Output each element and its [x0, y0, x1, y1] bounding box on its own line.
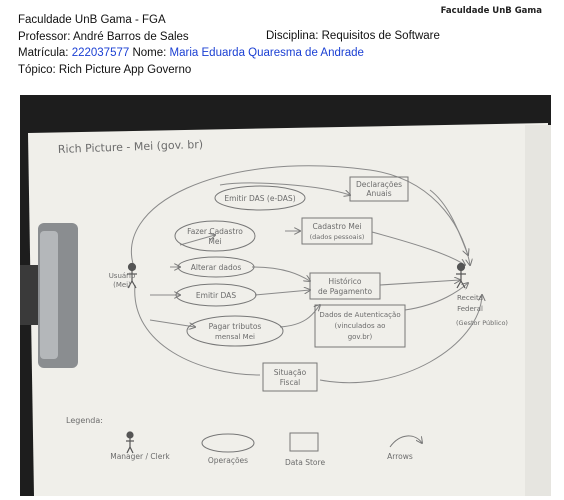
store-autenticacao-label: Dados de Autenticação [319, 311, 400, 319]
actor-receita-sublabel: Federal [457, 305, 483, 313]
store-cadastro-box [301, 217, 373, 245]
actor-usuario-sublabel: (Mei) [113, 281, 131, 289]
store-historico-label: Histórico [328, 277, 361, 286]
legend-manager-label: Manager / Clerk [110, 452, 170, 461]
store-declaracoes-box [349, 176, 409, 202]
operation-alterar-dados-ellipse [177, 256, 255, 278]
operation-emitir-das-ellipse [214, 185, 306, 211]
store-autenticacao-sublabel-2: gov.br) [348, 333, 373, 341]
legend-title: Legenda: [66, 416, 103, 425]
store-declaracoes-sublabel: Anuais [366, 189, 391, 198]
store-cadastro-sublabel: (dados pessoais) [310, 233, 365, 241]
actor-receita-label: Receita [457, 294, 483, 302]
operation-emitir-das-2-label: Emitir DAS [196, 291, 236, 300]
operation-alterar-dados-label: Alterar dados [191, 263, 242, 272]
store-historico-sublabel: de Pagamento [318, 287, 373, 296]
nome-label: Nome: [132, 47, 167, 59]
topico-label: Tópico: [18, 64, 56, 76]
legend-arrows-label: Arrows [387, 452, 413, 461]
actor-receita-role: (Gestor Público) [456, 319, 508, 327]
operation-fazer-cadastro-sublabel: Mei [208, 237, 221, 246]
header-professor-line: Professor: André Barros de Sales [18, 30, 189, 44]
operation-pagar-tributos-ellipse [186, 315, 284, 347]
legend-datastore-label: Data Store [285, 458, 326, 467]
operation-emitir-das-label: Emitir DAS (e-DAS) [224, 194, 295, 203]
header-disciplina: Disciplina: Requisitos de Software [266, 30, 440, 42]
operation-pagar-tributos-label: Pagar tributos [209, 322, 262, 331]
operation-pagar-tributos-sublabel: mensal Mei [215, 333, 255, 341]
header-institution: Faculdade UnB Gama [440, 6, 542, 16]
store-declaracoes-label: Declarações [356, 180, 402, 189]
nome-value: Maria Eduarda Quaresma de Andrade [169, 47, 364, 59]
operation-emitir-das-2-ellipse [175, 283, 257, 307]
legend-arrow-icon [389, 435, 422, 448]
legend-manager-icon [126, 431, 134, 454]
header-topico-line: Tópico: Rich Picture App Governo [18, 63, 191, 77]
professor-name: André Barros de Sales [72, 31, 189, 43]
disciplina-label: Disciplina: [266, 30, 319, 42]
store-situacao-sublabel: Fiscal [280, 378, 301, 387]
store-autenticacao-box [314, 304, 406, 348]
store-situacao-label: Situação [274, 368, 307, 377]
user-stick-figure-icon [127, 262, 137, 289]
matricula-label: Matrícula: [18, 47, 69, 59]
rich-picture-photo: Rich Picture - Mei (gov. br) [20, 95, 551, 496]
store-situacao-box [262, 362, 318, 392]
paper-sheet [28, 123, 551, 496]
matricula-value: 222037577 [71, 47, 130, 59]
store-autenticacao-sublabel: (vinculados ao [335, 322, 386, 330]
legend-datastore-icon [289, 432, 319, 452]
disciplina-name: Requisitos de Software [321, 30, 440, 42]
professor-label: Professor: [18, 31, 71, 43]
actor-usuario-label: Usuário [109, 272, 136, 280]
rich-picture-drawing: Rich Picture - Mei (gov. br) [20, 123, 551, 496]
store-cadastro-label: Cadastro Mei [312, 222, 361, 231]
header-faculty-line: Faculdade UnB Gama - FGA [18, 14, 166, 26]
topico-value: Rich Picture App Governo [58, 64, 192, 76]
header-matricula-line: Matrícula: 222037577 Nome: Maria Eduarda… [18, 46, 364, 60]
store-historico-box [309, 272, 381, 300]
operation-fazer-cadastro-label: Fazer Cadastro [187, 227, 243, 236]
operation-fazer-cadastro-ellipse [174, 220, 256, 252]
legend-operacoes-label: Operações [208, 456, 248, 465]
picture-title: Rich Picture - Mei (gov. br) [58, 138, 204, 156]
legend-operacoes-icon [201, 433, 255, 453]
receita-stick-figure-icon [456, 262, 466, 289]
